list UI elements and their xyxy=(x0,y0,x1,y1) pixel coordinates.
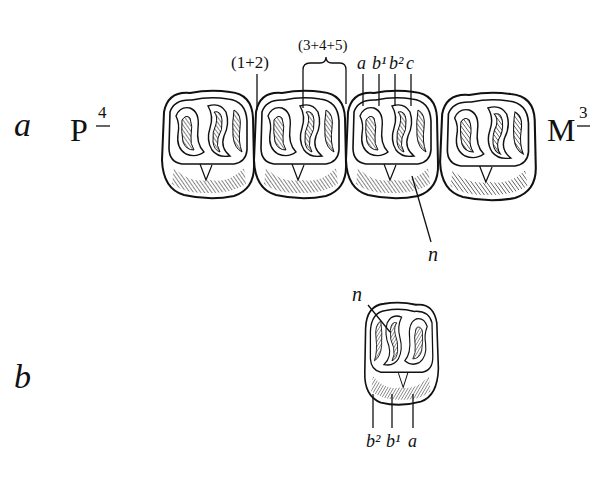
fossette xyxy=(325,110,334,152)
row-label: a xyxy=(14,108,31,142)
fossette xyxy=(274,116,286,150)
fossette xyxy=(374,321,381,361)
cusp-label: b² xyxy=(389,54,403,72)
fossette xyxy=(413,327,423,359)
molar-tooth xyxy=(365,303,439,405)
notch xyxy=(200,164,212,180)
fossette xyxy=(461,118,474,152)
leader-line xyxy=(372,394,373,428)
fossette xyxy=(213,112,222,152)
leader-line xyxy=(378,74,379,106)
leader-line xyxy=(302,70,303,108)
fossette xyxy=(514,112,524,154)
tooth-label: P xyxy=(70,114,88,146)
enamel-fold xyxy=(268,108,296,156)
tooth-outline xyxy=(440,93,536,201)
enamel-fold xyxy=(176,108,204,156)
tooth-label: M xyxy=(547,114,575,146)
tooth-outline xyxy=(365,303,439,405)
leader-line xyxy=(256,74,257,110)
cusp-label: a xyxy=(357,54,366,72)
fossette xyxy=(397,112,406,152)
teeth-row xyxy=(162,91,536,405)
leader-line xyxy=(412,394,413,428)
fossette xyxy=(493,114,503,154)
enamel-fold xyxy=(360,108,388,156)
fossette xyxy=(366,116,378,150)
enamel-band xyxy=(447,100,528,166)
molar-tooth xyxy=(254,91,346,199)
fossette xyxy=(182,116,194,150)
enamel-fold xyxy=(392,105,414,157)
fossette xyxy=(233,110,242,152)
leader-line xyxy=(410,74,411,106)
notch xyxy=(384,164,396,180)
leader-line xyxy=(345,70,346,104)
cusp-label: a xyxy=(408,432,417,450)
enamel-fold xyxy=(405,319,427,365)
enamel-band xyxy=(261,98,339,164)
enamel-band xyxy=(169,98,247,164)
brace xyxy=(303,57,346,70)
cusp-label: b¹ xyxy=(372,54,386,72)
cusp-label: c xyxy=(406,54,414,72)
tooth-outline xyxy=(162,91,254,199)
molar-tooth xyxy=(440,93,536,201)
leader-lines xyxy=(96,57,590,428)
enamel-fold xyxy=(455,110,484,158)
tooth-outline xyxy=(346,91,438,199)
row-label: b xyxy=(14,360,31,394)
cusp-group-label: (1+2) xyxy=(231,54,269,71)
notch xyxy=(292,164,304,180)
molar-tooth xyxy=(346,91,438,199)
fossette xyxy=(305,112,314,152)
tooth-number: 3 xyxy=(579,104,588,121)
tooth-number-bar xyxy=(96,125,110,126)
enamel-band xyxy=(353,98,431,164)
fossette xyxy=(417,110,426,152)
tooth-number-bar xyxy=(577,125,590,126)
cusp-label: b¹ xyxy=(386,432,400,450)
notch xyxy=(398,372,408,387)
tooth-number: 4 xyxy=(98,104,107,121)
fold-label: n xyxy=(428,244,438,264)
cusp-label: b² xyxy=(366,432,380,450)
leader-line xyxy=(412,176,431,242)
fossette xyxy=(390,322,397,360)
leader-line xyxy=(394,74,395,106)
leader-line xyxy=(368,305,390,332)
enamel-fold xyxy=(488,107,511,159)
notch xyxy=(480,166,492,182)
cusp-group-label: (3+4+5) xyxy=(298,38,347,53)
leader-line xyxy=(362,74,363,106)
molar-tooth xyxy=(162,91,254,199)
leader-line xyxy=(391,394,392,428)
tooth-outline xyxy=(254,91,346,199)
enamel-fold xyxy=(208,105,230,157)
fold-label: n xyxy=(352,284,362,304)
enamel-fold xyxy=(300,105,322,157)
enamel-fold xyxy=(384,316,402,365)
